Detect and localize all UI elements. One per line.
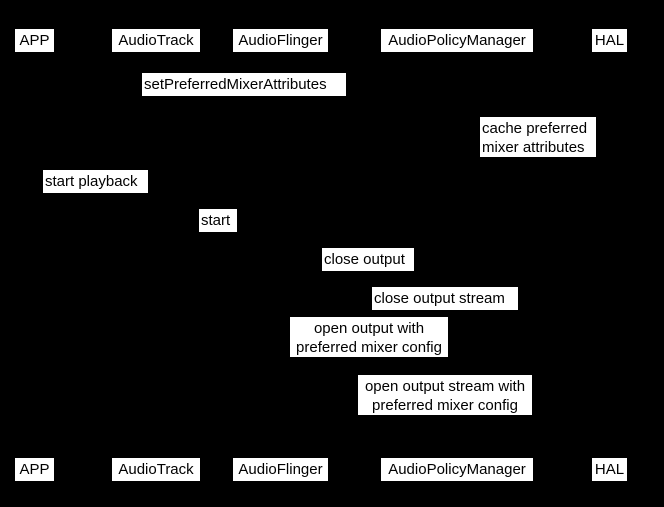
message-label-start-playback: start playback [43,170,148,193]
message-line: open output stream with [364,378,526,395]
message-line: open output with [313,320,425,337]
message-label-open-output-stream-with-preferred-mixer-config: open output stream with preferred mixer c… [358,375,532,415]
message-line: preferred mixer config [296,339,442,356]
participant-top-app: APP [15,29,54,52]
message-line: close output [324,251,405,268]
message-line: close output stream [374,290,505,307]
lifeline-4 [609,52,610,458]
message-line: start [201,212,231,229]
message-label-close-output-stream: close output stream [372,287,518,310]
lifeline-2 [280,52,281,458]
participant-bottom-audiotrack: AudioTrack [112,458,200,481]
message-label-set-preferred-mixer-attributes: setPreferredMixerAttributes [142,73,346,96]
participant-bottom-app: APP [15,458,54,481]
participant-top-audiopolicymanager: AudioPolicyManager [381,29,533,52]
message-label-start: start [199,209,237,232]
participant-bottom-audioflinger: AudioFlinger [233,458,328,481]
message-line: setPreferredMixerAttributes [144,76,327,93]
participant-top-hal: HAL [592,29,627,52]
participant-top-audioflinger: AudioFlinger [233,29,328,52]
message-line: preferred mixer config [372,397,518,414]
message-line: mixer attributes [482,139,585,156]
message-label-close-output: close output [322,248,414,271]
lifeline-1 [156,52,157,458]
message-line: start playback [45,173,138,190]
participant-bottom-audiopolicymanager: AudioPolicyManager [381,458,533,481]
lifeline-0 [34,52,35,458]
message-label-open-output-with-preferred-mixer-config: open output with preferred mixer config [290,317,448,357]
participant-top-audiotrack: AudioTrack [112,29,200,52]
message-label-cache-preferred-mixer-attributes: cache preferred mixer attributes [480,117,596,157]
lifeline-3 [457,52,458,458]
message-line: cache preferred [482,120,588,137]
participant-bottom-hal: HAL [592,458,627,481]
